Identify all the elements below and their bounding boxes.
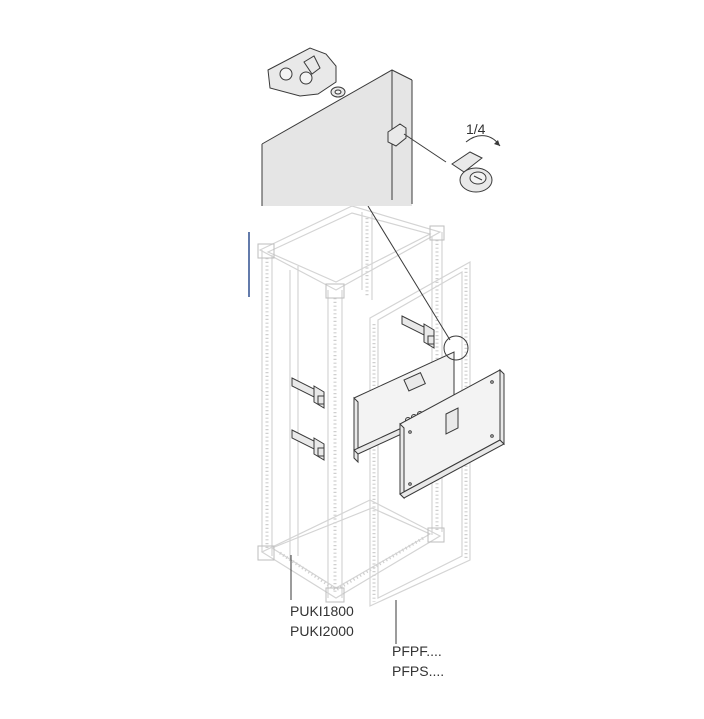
rotation-label: 1/4 <box>466 121 486 137</box>
detail-leader <box>367 205 451 341</box>
cover-cutout <box>445 407 459 435</box>
screw-leader <box>403 133 447 163</box>
door-lock-hole <box>387 123 407 147</box>
frame-label-2: PFPS.... <box>392 663 444 679</box>
rotation-arrow <box>465 135 501 147</box>
quarter-turn-screw <box>451 151 493 193</box>
cover-plate <box>399 368 505 500</box>
rotation-arrow-head <box>494 140 500 146</box>
door-detail <box>261 69 413 206</box>
upright-label-2: PUKI2000 <box>290 623 354 639</box>
upright-label-1: PUKI1800 <box>290 603 354 619</box>
bracket-left-lower <box>291 429 325 461</box>
frame-label-1: PFPF.... <box>392 643 442 659</box>
bracket-left-upper <box>291 377 325 409</box>
bracket-right <box>401 315 435 349</box>
hinge-latch <box>267 47 346 98</box>
detail-circle <box>443 335 469 361</box>
